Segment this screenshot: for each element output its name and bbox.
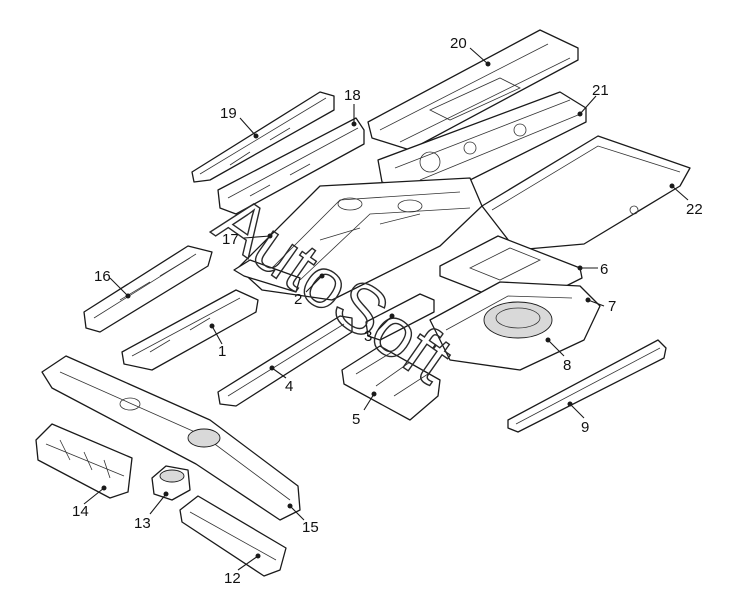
callout-4: 4 bbox=[285, 378, 293, 395]
part-4-rail bbox=[217, 315, 353, 407]
part-2-bracket bbox=[233, 259, 301, 293]
callout-18: 18 bbox=[344, 87, 361, 104]
callout-1: 1 bbox=[218, 343, 226, 360]
part-7-rear-floor bbox=[429, 281, 601, 371]
part-19-upper-rail bbox=[191, 91, 335, 183]
callout-16: 16 bbox=[94, 268, 111, 285]
callout-20: 20 bbox=[450, 35, 467, 52]
part-3-tunnel bbox=[365, 293, 435, 341]
callout-3: 3 bbox=[364, 328, 372, 345]
leader-lines bbox=[83, 47, 689, 571]
callout-7: 7 bbox=[608, 298, 616, 315]
callout-6: 6 bbox=[600, 261, 608, 278]
callout-17: 17 bbox=[222, 231, 239, 248]
callout-labels: 1 2 3 4 5 6 7 8 9 12 13 14 15 16 17 18 1… bbox=[72, 35, 703, 587]
part-center-floor bbox=[237, 177, 483, 301]
part-20-parcel-shelf bbox=[367, 29, 579, 151]
part-15-main-member bbox=[41, 355, 301, 521]
part-18-rail bbox=[217, 117, 365, 215]
part-13-mount bbox=[151, 465, 191, 501]
callout-2: 2 bbox=[294, 291, 302, 308]
part-1-crossmember bbox=[121, 289, 259, 371]
callout-22: 22 bbox=[686, 201, 703, 218]
callout-12: 12 bbox=[224, 570, 241, 587]
callout-5: 5 bbox=[352, 411, 360, 428]
part-21-rear-panel bbox=[377, 91, 587, 201]
callout-19: 19 bbox=[220, 105, 237, 122]
part-5-heat-shield bbox=[341, 345, 441, 421]
callout-15: 15 bbox=[302, 519, 319, 536]
callout-13: 13 bbox=[134, 515, 151, 532]
callout-8: 8 bbox=[563, 357, 571, 374]
callout-14: 14 bbox=[72, 503, 89, 520]
callout-9: 9 bbox=[581, 419, 589, 436]
part-9-sill bbox=[507, 339, 667, 433]
callout-21: 21 bbox=[592, 82, 609, 99]
part-14-bracket bbox=[35, 423, 133, 499]
part-16-side-member bbox=[83, 245, 213, 333]
